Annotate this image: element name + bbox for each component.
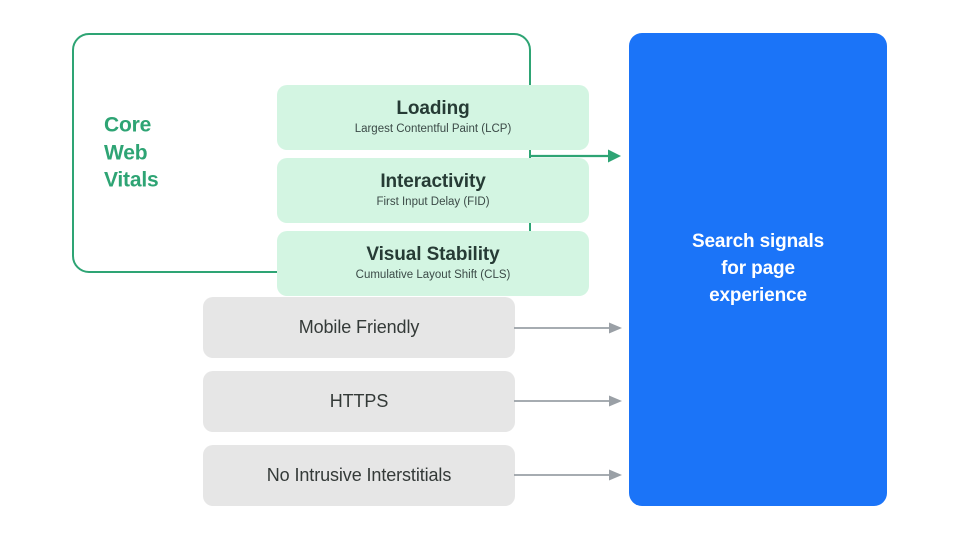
no-intrusive-interstitials-arrow-icon <box>514 469 622 481</box>
mobile-friendly-arrow-icon <box>514 322 622 334</box>
metric-card-loading[interactable]: Loading Largest Contentful Paint (LCP) <box>277 85 589 150</box>
signal-label: Mobile Friendly <box>298 317 420 337</box>
signal-label: HTTPS <box>329 391 389 411</box>
metric-subtitle: Largest Contentful Paint (LCP) <box>354 122 512 135</box>
metric-subtitle: Cumulative Layout Shift (CLS) <box>355 268 511 281</box>
search-signals-title: Search signals for page experience <box>691 231 825 306</box>
core-web-vitals-arrow-icon <box>529 149 621 163</box>
https-arrow-icon <box>514 395 622 407</box>
core-web-vitals-group: Core Web Vitals Loading Largest Contentf… <box>72 33 589 296</box>
signal-card-https[interactable]: HTTPS <box>203 371 515 432</box>
signal-card-mobile-friendly[interactable]: Mobile Friendly <box>203 297 515 358</box>
signal-label: No Intrusive Interstitials <box>266 465 452 485</box>
metric-card-interactivity[interactable]: Interactivity First Input Delay (FID) <box>277 158 589 223</box>
core-web-vitals-label: Core Web Vitals <box>104 113 159 192</box>
search-signals-panel[interactable]: Search signals for page experience <box>629 33 887 506</box>
metric-card-visual-stability[interactable]: Visual Stability Cumulative Layout Shift… <box>277 231 589 296</box>
signal-card-no-intrusive-interstitials[interactable]: No Intrusive Interstitials <box>203 445 515 506</box>
metric-subtitle: First Input Delay (FID) <box>376 195 490 208</box>
metric-title: Visual Stability <box>366 244 500 266</box>
metric-title: Interactivity <box>380 171 486 193</box>
metric-title: Loading <box>396 98 470 120</box>
